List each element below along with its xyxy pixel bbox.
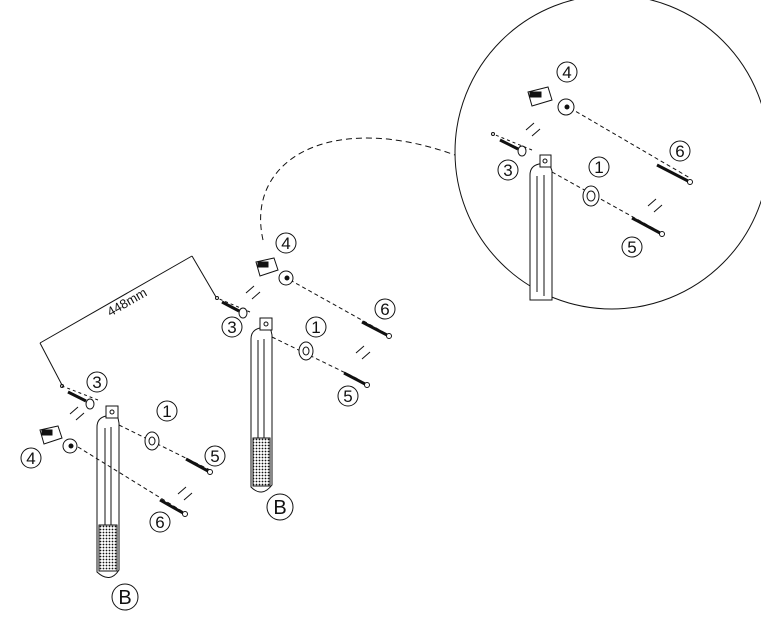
label-b-left: B [118,587,131,609]
bracket-4-middle [255,257,294,286]
label-6-left: 6 [155,513,164,532]
assembly-detail [491,86,693,301]
bubble-b-left [111,583,139,611]
screw-6-middle [361,320,392,339]
bolt-3-left [67,390,95,410]
label-4-middle: 4 [281,234,290,253]
part-bubbles [20,61,691,611]
dimension-label: 448mm [104,285,149,320]
bubble-5-left [204,445,226,467]
label-3-left: 3 [92,373,101,392]
label-5-left: 5 [210,447,219,466]
bolt-3-detail [491,132,527,157]
bubble-1-detail [588,156,610,178]
bubble-6-left [149,511,171,533]
bubble-3-middle [221,316,243,338]
label-1-detail: 1 [594,158,603,177]
bolt-3-middle [221,300,248,319]
screw-5-detail [631,216,665,237]
dimension-extension-left [39,342,63,386]
bubble-4-middle [275,232,297,254]
bubble-4-detail [556,61,578,83]
label-5-middle: 5 [343,387,352,406]
bubble-1-middle [305,316,327,338]
label-1-left: 1 [162,402,171,421]
label-4-left: 4 [26,449,35,468]
dimension-group [39,255,219,388]
label-1-middle: 1 [311,318,320,337]
strap-grip-middle [252,437,271,487]
bubble-3-left [86,371,108,393]
detail-leader-curve [260,137,456,241]
label-5-detail: 5 [627,238,636,257]
bubble-5-detail [621,236,643,258]
assembly-left [39,385,213,578]
strap-detail [529,161,553,301]
screw-6-left [159,498,188,517]
detail-magnifier-circle [454,0,761,310]
dimension-line [39,255,193,344]
screw-5-left [185,457,213,475]
label-6-detail: 6 [675,142,684,161]
dimension-extension-right [191,255,217,298]
bubble-6-detail [669,140,691,162]
direction-arrows [69,406,193,501]
bracket-4-left [39,425,78,454]
label-4-detail: 4 [562,63,571,82]
bubble-4-left [20,447,42,469]
part-labels: 3 1 5 4 6 B 4 3 1 6 5 B 4 3 1 6 5 [26,63,684,609]
screw-6-detail [656,163,693,185]
bracket-4-detail [527,86,575,116]
bubble-b-middle [266,493,294,521]
bubble-6-middle [374,298,396,320]
screw-5-middle [343,371,370,388]
assembly-middle [216,257,392,493]
bubble-3-detail [497,159,519,181]
label-6-middle: 6 [380,300,389,319]
label-3-detail: 3 [503,161,512,180]
label-3-middle: 3 [227,318,236,337]
strap-grip-left [98,524,118,572]
bubble-1-left [156,400,178,422]
label-b-middle: B [273,497,286,519]
bubble-5-middle [337,385,359,407]
